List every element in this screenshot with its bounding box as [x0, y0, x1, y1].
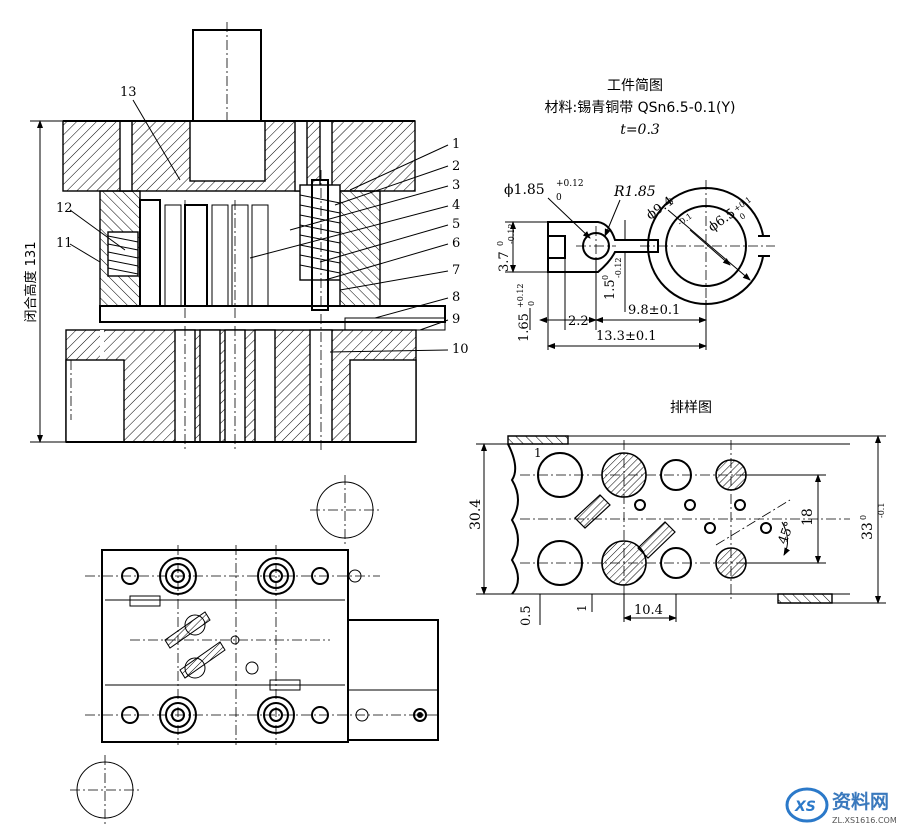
- dim-len-total: 13.3±0.1: [596, 329, 657, 344]
- svg-text:0: 0: [527, 301, 536, 306]
- svg-text:-0.1: -0.1: [676, 211, 694, 227]
- svg-text:+0.12: +0.12: [516, 283, 525, 308]
- callout-3: 3: [452, 178, 460, 193]
- die-callouts: 13 1 2 3 4 5 6 7 8 9 10 12 11: [56, 85, 469, 357]
- svg-text:0: 0: [666, 196, 675, 206]
- dim-len-short: 2.2: [568, 314, 589, 329]
- callout-11: 11: [56, 236, 73, 251]
- callout-13: 13: [120, 85, 137, 100]
- dim-neck: 1.5: [603, 279, 618, 300]
- svg-text:0: 0: [859, 515, 868, 520]
- svg-text:+0.12: +0.12: [556, 179, 584, 189]
- dim-ring-inner: ϕ6.5: [706, 206, 739, 235]
- watermark-url: ZL.XS1616.COM: [832, 816, 897, 825]
- spring-right: [299, 179, 341, 311]
- strip-layout: 排样图 1 30.4: [468, 400, 886, 626]
- spring-left: [107, 231, 139, 277]
- dim-corner: 1: [534, 446, 542, 460]
- callout-6: 6: [452, 236, 460, 251]
- svg-text:0: 0: [496, 241, 505, 246]
- svg-text:-0.12: -0.12: [507, 223, 516, 244]
- plan-outline: [101, 549, 349, 743]
- dim-edge-gap: 0.5: [519, 605, 534, 626]
- part-thickness: t=0.3: [620, 122, 660, 138]
- part-title: 工件简图: [607, 77, 663, 94]
- callout-9: 9: [452, 312, 460, 327]
- watermark-logo-icon: [785, 787, 829, 823]
- callout-5: 5: [452, 217, 460, 232]
- dim-hole-dia: ϕ1.85: [504, 182, 545, 198]
- dim-len-mid: 9.8±0.1: [628, 303, 680, 318]
- callout-12: 12: [56, 201, 73, 216]
- part-drawing: 工件简图 材料:锡青铜带 QSn6.5-0.1(Y) t=0.3 ϕ1.85 +…: [496, 77, 775, 350]
- callout-7: 7: [452, 263, 460, 278]
- callout-10: 10: [452, 342, 469, 357]
- svg-text:0: 0: [601, 275, 610, 280]
- layout-title: 排样图: [670, 400, 712, 416]
- watermark: XS 资料网 ZL.XS1616.COM: [785, 787, 897, 825]
- dim-tab-width: 1.65: [517, 313, 532, 342]
- part-material: 材料:锡青铜带 QSn6.5-0.1(Y): [544, 100, 735, 116]
- callout-2: 2: [452, 159, 460, 174]
- dim-gap: 1: [575, 604, 589, 612]
- svg-text:-0.1: -0.1: [877, 503, 886, 518]
- callout-4: 4: [452, 198, 460, 213]
- dim-angle: 45°: [776, 520, 798, 547]
- svg-text:0: 0: [556, 193, 562, 203]
- closed-height-label: 闭合高度 131: [23, 242, 39, 323]
- watermark-logo-text: XS: [794, 799, 816, 815]
- dim-height-left: 3.7: [497, 251, 512, 272]
- stripper-plate: [99, 305, 446, 323]
- dim-pitch-v: 18: [800, 508, 816, 526]
- svg-text:-0.12: -0.12: [614, 257, 623, 278]
- dim-radius: R1.85: [613, 184, 656, 200]
- dim-width: 30.4: [468, 499, 484, 530]
- callout-8: 8: [452, 290, 460, 305]
- dim-pitch-h: 10.4: [634, 603, 663, 618]
- watermark-text: 资料网: [832, 790, 889, 813]
- plan-view: [70, 475, 440, 825]
- svg-text:+0.1: +0.1: [732, 195, 753, 214]
- callout-1: 1: [452, 137, 460, 152]
- svg-text:0: 0: [738, 211, 747, 221]
- dim-strip-width: 33: [860, 522, 876, 540]
- die-cross-section: 闭合高度 131: [23, 22, 446, 450]
- part-outline: [547, 221, 659, 273]
